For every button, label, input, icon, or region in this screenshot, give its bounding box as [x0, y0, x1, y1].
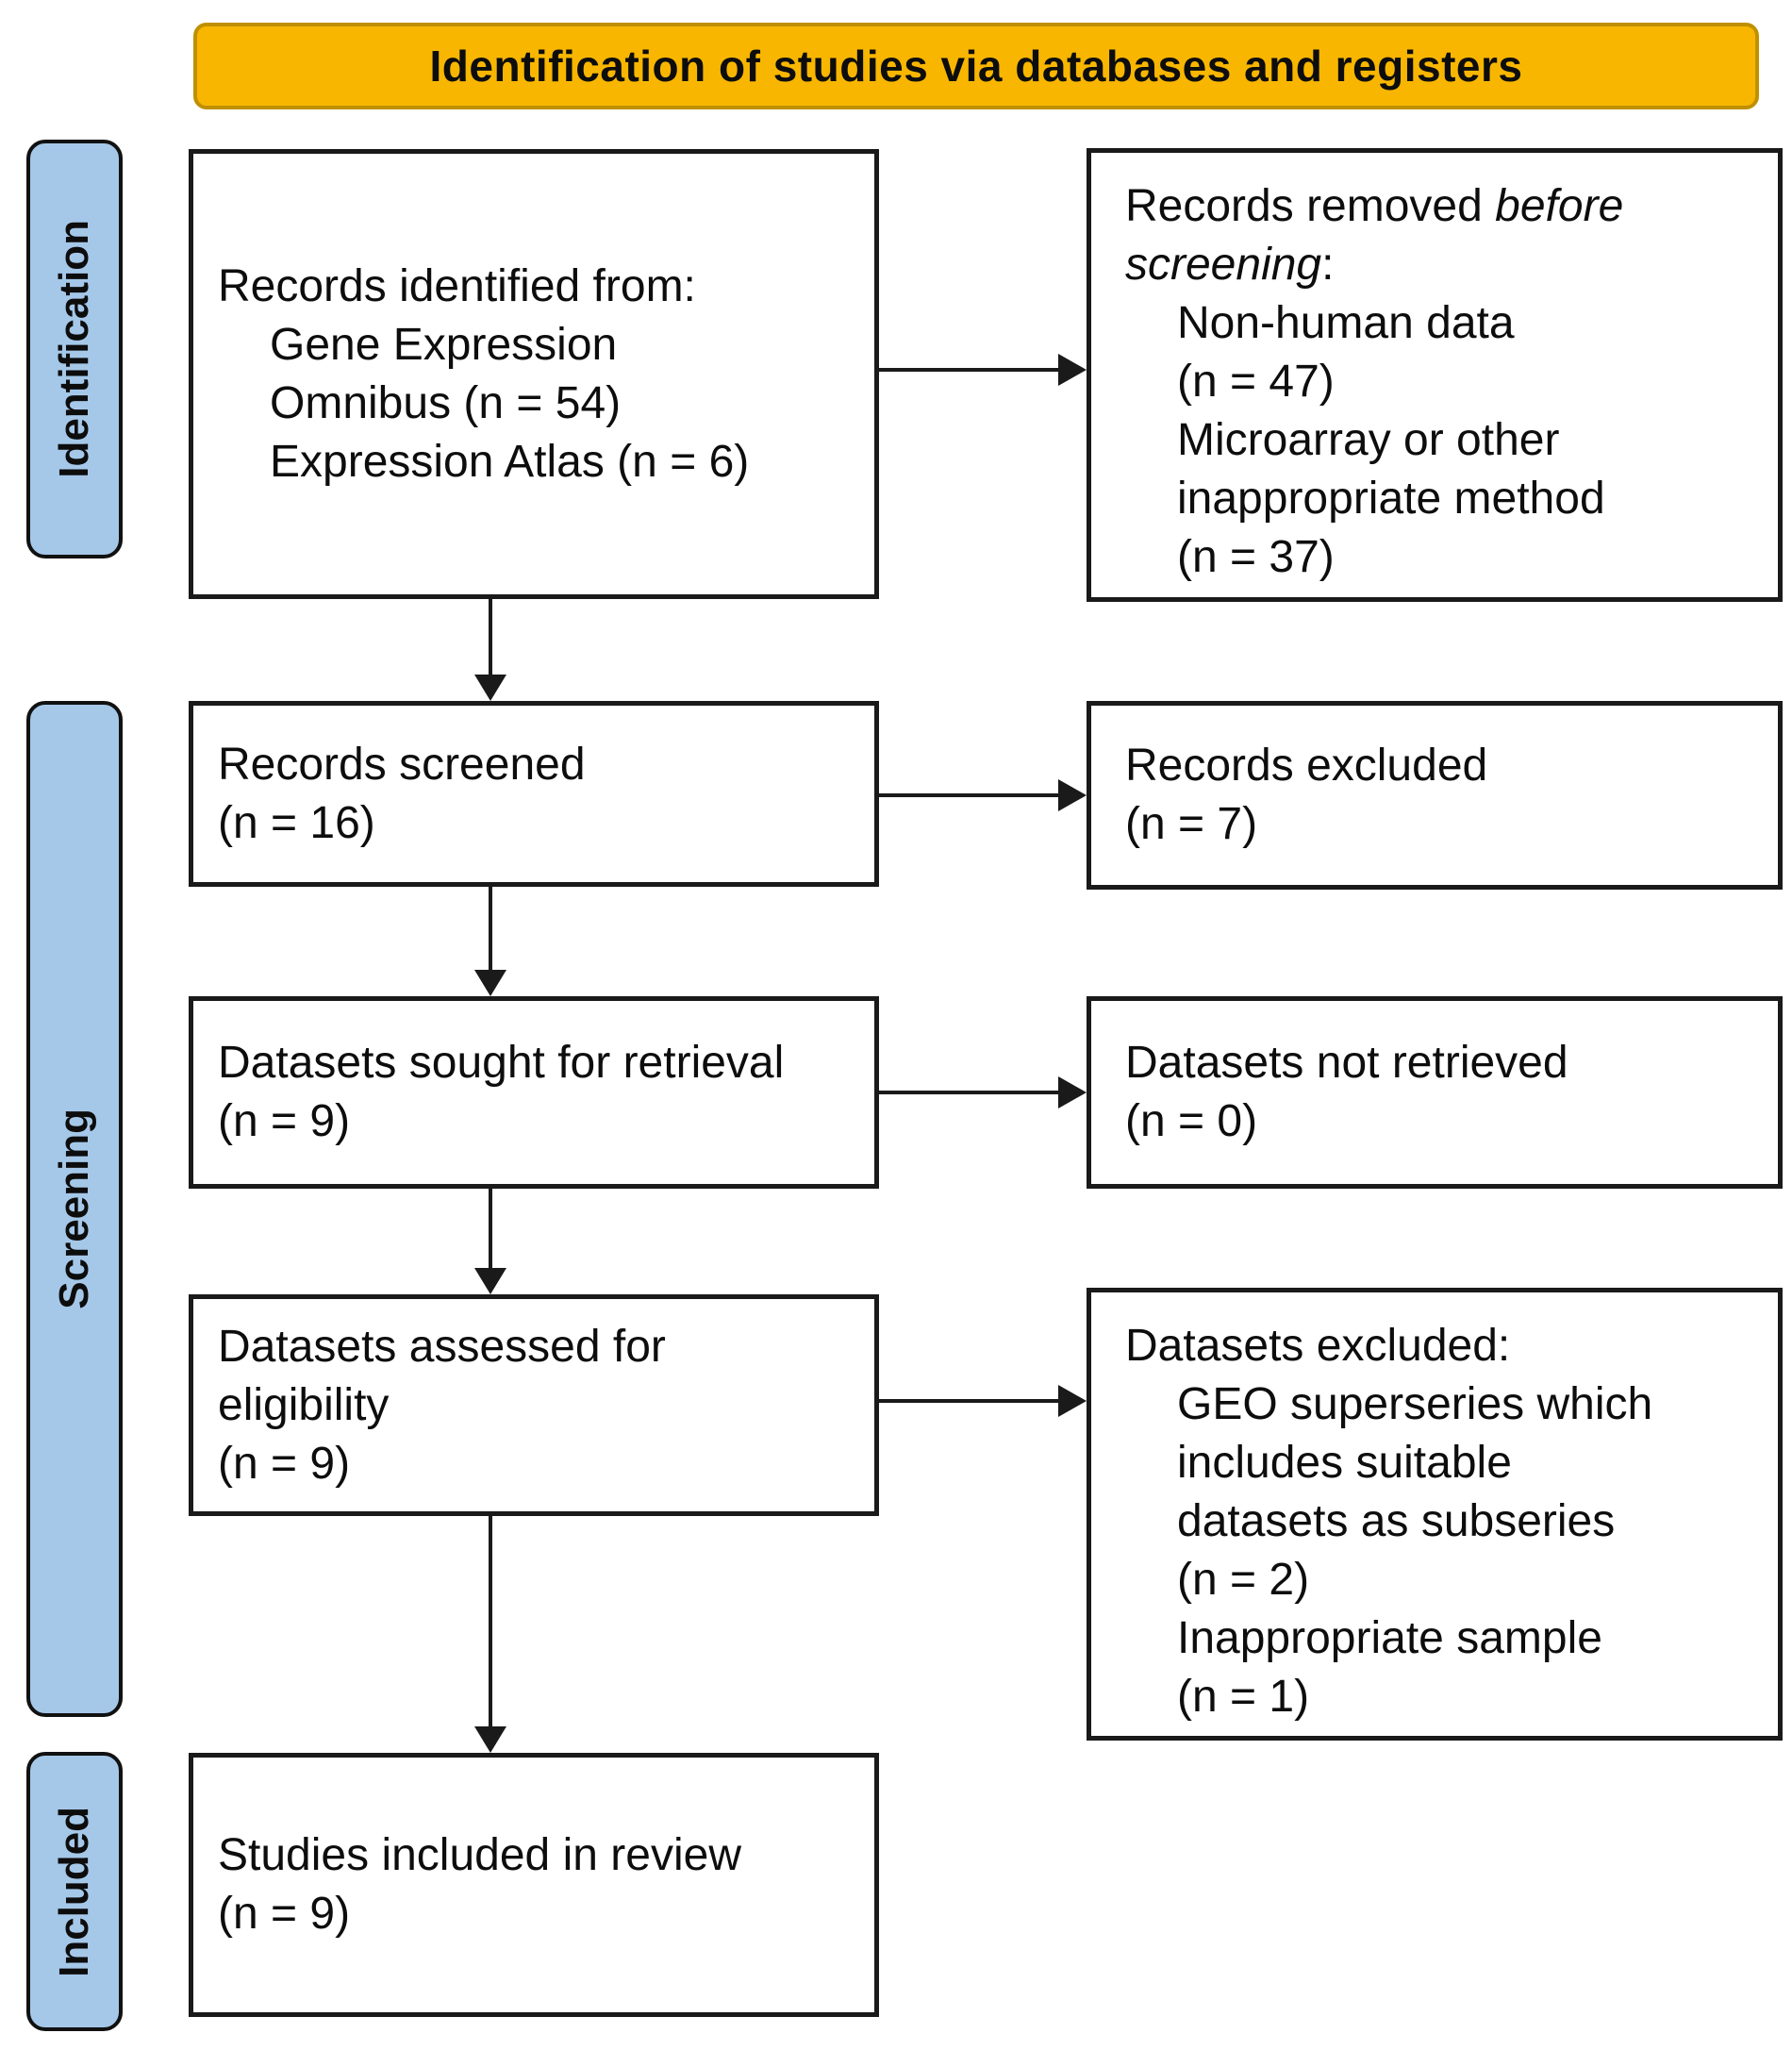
- text-line: Records screened: [218, 739, 586, 790]
- text-line: Expression Atlas (n = 6): [270, 436, 750, 487]
- box-datasets-assessed: Datasets assessed for eligibility (n = 9…: [189, 1294, 879, 1516]
- box-records-removed: Records removed before screening: Non-hu…: [1087, 148, 1783, 602]
- text-line: Non-human data: [1177, 298, 1515, 348]
- text-line: Datasets excluded:: [1125, 1321, 1511, 1371]
- stage-label-included-text: Included: [51, 1806, 97, 1977]
- banner: Identification of studies via databases …: [193, 23, 1759, 109]
- text-line: Records identified from:: [218, 260, 696, 311]
- box-datasets-excluded: Datasets excluded: GEO superseries which…: [1087, 1288, 1783, 1741]
- text-line: datasets as subseries: [1177, 1496, 1616, 1546]
- box-records-excluded: Records excluded (n = 7): [1087, 701, 1783, 890]
- arrow-screened-to-sought-head: [474, 970, 506, 996]
- text-line: inappropriate method: [1177, 474, 1605, 524]
- text-line: Omnibus (n = 54): [270, 377, 622, 428]
- box-studies-included: Studies included in review (n = 9): [189, 1753, 879, 2017]
- text-line: Records removed before screening:: [1125, 177, 1768, 294]
- box-datasets-sought: Datasets sought for retrieval (n = 9): [189, 996, 879, 1189]
- box-records-identified: Records identified from: Gene Expression…: [189, 149, 879, 599]
- removed-intro-prefix: Records removed: [1125, 181, 1496, 231]
- text-line: (n = 7): [1125, 799, 1258, 849]
- text-line: Microarray or other: [1177, 415, 1560, 465]
- stage-label-included: Included: [26, 1752, 123, 2031]
- stage-label-identification-text: Identification: [51, 220, 97, 478]
- text-line: Datasets not retrieved: [1125, 1038, 1568, 1088]
- arrow-screened-to-excluded-line: [879, 793, 1060, 797]
- arrow-identified-to-screened-line: [489, 599, 492, 678]
- text-line: Studies included in review: [218, 1830, 741, 1880]
- text-line: Gene Expression: [270, 319, 618, 370]
- arrow-assessed-to-excluded-line: [879, 1399, 1060, 1403]
- stage-label-screening: Screening: [26, 701, 123, 1717]
- box-datasets-not-retrieved: Datasets not retrieved (n = 0): [1087, 996, 1783, 1189]
- text-line: (n = 0): [1125, 1096, 1258, 1146]
- arrow-sought-to-not-retrieved-line: [879, 1091, 1060, 1094]
- arrow-assessed-to-included-head: [474, 1726, 506, 1753]
- text-line: Datasets assessed for: [218, 1321, 666, 1372]
- text-line: (n = 9): [218, 1096, 351, 1146]
- text-line: (n = 2): [1177, 1555, 1310, 1605]
- stage-label-screening-text: Screening: [51, 1108, 97, 1309]
- text-line: Datasets sought for retrieval: [218, 1038, 785, 1088]
- text-line: (n = 1): [1177, 1672, 1310, 1722]
- arrow-assessed-to-included-line: [489, 1516, 492, 1730]
- text-line: (n = 37): [1177, 532, 1335, 582]
- removed-intro-suffix: :: [1321, 240, 1335, 290]
- text-line: (n = 9): [218, 1438, 351, 1489]
- arrow-assessed-to-excluded-head: [1058, 1385, 1087, 1417]
- arrow-sought-to-assessed-head: [474, 1268, 506, 1294]
- arrow-identified-to-removed-head: [1058, 354, 1087, 386]
- arrow-screened-to-excluded-head: [1058, 779, 1087, 811]
- text-line: Records excluded: [1125, 741, 1488, 791]
- banner-title: Identification of studies via databases …: [429, 42, 1523, 91]
- stage-label-identification: Identification: [26, 140, 123, 558]
- text-line: (n = 16): [218, 797, 375, 848]
- text-line: eligibility: [218, 1379, 390, 1430]
- arrow-sought-to-not-retrieved-head: [1058, 1076, 1087, 1108]
- text-line: GEO superseries which: [1177, 1379, 1653, 1429]
- arrow-identified-to-removed-line: [879, 368, 1060, 372]
- text-line: includes suitable: [1177, 1438, 1512, 1488]
- text-line: (n = 47): [1177, 357, 1335, 407]
- text-line: (n = 9): [218, 1889, 351, 1939]
- removed-intro-italic: before screening: [1125, 181, 1624, 290]
- text-line: Inappropriate sample: [1177, 1613, 1602, 1663]
- box-records-screened: Records screened (n = 16): [189, 701, 879, 887]
- arrow-identified-to-screened-head: [474, 675, 506, 701]
- arrow-sought-to-assessed-line: [489, 1189, 492, 1272]
- arrow-screened-to-sought-line: [489, 887, 492, 974]
